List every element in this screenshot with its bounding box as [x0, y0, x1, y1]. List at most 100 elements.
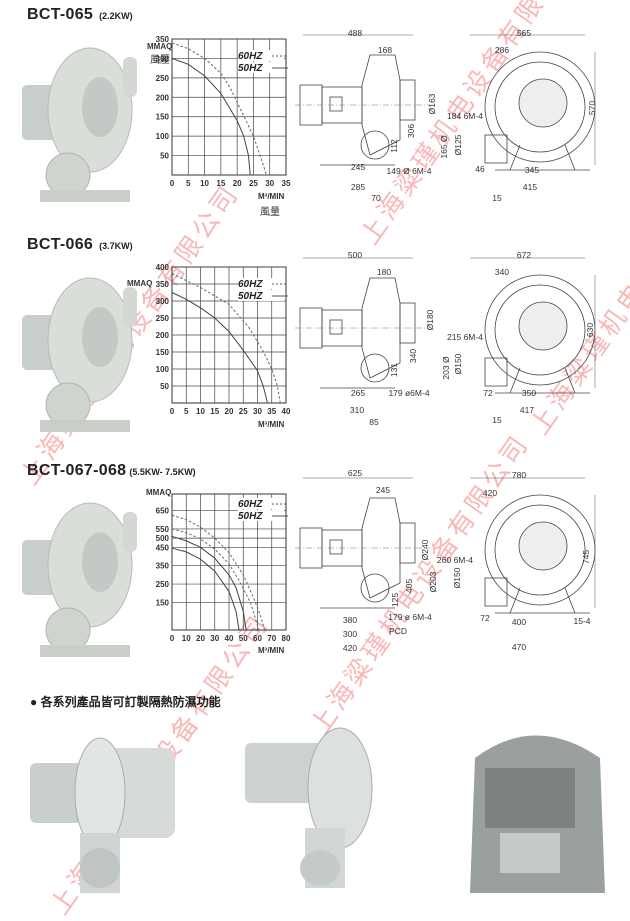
series-line [171, 42, 267, 176]
x-tick-label: 15 [216, 179, 225, 188]
y-tick-label: 200 [156, 93, 170, 102]
side-view-drawing [295, 34, 430, 166]
y-tick-label: 50 [160, 152, 169, 161]
blower-photo [22, 502, 137, 657]
dimension-label: 310 [349, 405, 365, 415]
feet [509, 587, 576, 614]
dimension-label: 179 ø 6M-4 [388, 612, 432, 622]
base [40, 420, 130, 432]
outlet [484, 357, 508, 387]
y-tick-label: 150 [156, 348, 170, 357]
x-tick-label: 10 [182, 634, 191, 643]
y-tick-label: 100 [156, 365, 170, 374]
dimension-label: 350 [521, 388, 537, 398]
dimension-label: 265 [350, 388, 366, 398]
model-power: (2.2KW) [99, 11, 133, 21]
flange [123, 512, 137, 552]
feet [509, 367, 576, 394]
series-line [171, 528, 260, 631]
dimension-label: Ø240 [420, 539, 430, 561]
dimension-label: Ø125 [453, 134, 463, 156]
dimension-label: PCD [389, 626, 407, 636]
dimension-label: 306 [406, 123, 416, 139]
dimension-label: Ø180 [425, 309, 435, 331]
y-tick-label: 650 [156, 507, 170, 516]
side-view-drawing [295, 257, 430, 389]
dimension-label: 745 [581, 549, 591, 565]
blower-photo [22, 47, 137, 202]
terminal-box [329, 96, 343, 112]
y-tick-label: 300 [156, 54, 170, 63]
terminal-box [329, 539, 343, 555]
feature-note: ● 各系列產品皆可訂製隔熱防濕功能 [30, 695, 221, 709]
outlet [484, 134, 508, 164]
section-title: BCT-067-068(5.5KW- 7.5KW) [27, 462, 196, 480]
section-title: BCT-065(2.2KW) [27, 6, 133, 24]
y-tick-label: 450 [156, 543, 170, 552]
legend-bg [238, 498, 284, 509]
dimension-label: 70 [371, 193, 381, 203]
y-tick-label: 350 [156, 562, 170, 571]
series-line [171, 514, 266, 631]
y-tick-label: 550 [156, 525, 170, 534]
dimension-label: 15-4 [573, 616, 591, 626]
dimension-label: 380 [342, 615, 358, 625]
x-tick-label: 15 [210, 407, 219, 416]
model-power: (3.7KW) [99, 241, 133, 251]
dimension-label: Ø150 [453, 353, 463, 375]
dimension-label: Ø150 [452, 567, 462, 589]
dimension-label: 85 [369, 417, 379, 427]
dimension-label: 179 ø6M-4 [388, 388, 430, 398]
dimension-label: 46 [475, 164, 485, 174]
dimension-label: 340 [494, 267, 510, 277]
legend-label: 50HZ [238, 511, 263, 522]
x-tick-label: 35 [282, 179, 291, 188]
y-tick-label: 350 [156, 280, 170, 289]
dimension-label: 488 [347, 28, 363, 38]
inlet [399, 522, 416, 564]
dimension-label: 470 [511, 642, 527, 652]
blower-photo-angled [245, 727, 373, 888]
outlet-flange [360, 573, 390, 603]
inlet [82, 77, 118, 137]
x-tick-label: 30 [210, 634, 219, 643]
dimension-label: 420 [482, 488, 498, 498]
x-tick-label: 50 [239, 634, 248, 643]
inlet [399, 79, 416, 121]
terminal-box [329, 319, 343, 335]
dimension-label: 570 [587, 100, 597, 116]
y-axis-label: MMAQ [147, 42, 173, 51]
x-axis-label: M³/MIN [258, 420, 285, 429]
housing-inner [494, 504, 586, 596]
dimension-label: 400 [511, 617, 527, 627]
x-tick-label: 35 [267, 407, 276, 416]
inlet [399, 302, 416, 344]
base [40, 190, 130, 202]
y-tick-label: 500 [156, 534, 170, 543]
x-tick-label: 25 [249, 179, 258, 188]
x-axis-label: M³/MIN [258, 192, 285, 201]
dimension-label: 565 [516, 28, 532, 38]
dimension-label: 180 [376, 267, 392, 277]
y-tick-label: 250 [156, 580, 170, 589]
dimension-label: 340 [408, 348, 418, 364]
x-tick-label: 80 [282, 634, 291, 643]
flange [123, 287, 137, 327]
y-axis-label-cn: 風壓 [150, 55, 170, 66]
housing-inner [494, 61, 586, 153]
side-view-drawing [295, 477, 430, 609]
x-tick-label: 30 [265, 179, 274, 188]
dimension-label: 112 [389, 139, 399, 153]
x-tick-label: 70 [267, 634, 276, 643]
dimension-label: 260 6M-4 [437, 555, 473, 565]
legend-label: 60HZ [238, 279, 263, 290]
front-view-drawing [470, 477, 596, 614]
dimension-label: 780 [511, 470, 527, 480]
y-tick-label: 250 [156, 74, 170, 83]
x-tick-label: 25 [239, 407, 248, 416]
model-name: BCT-066 [27, 236, 94, 253]
model-name: BCT-067-068 [27, 462, 127, 479]
dimension-label: Ø163 [427, 93, 437, 115]
